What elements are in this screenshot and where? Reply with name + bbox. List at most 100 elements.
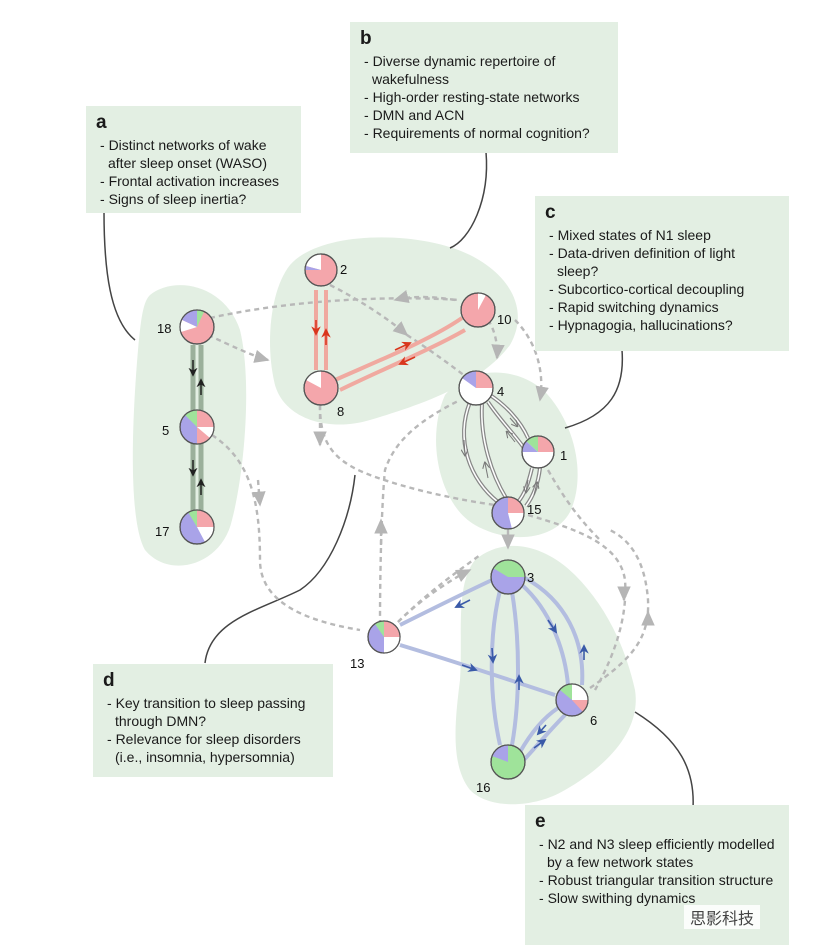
node-label-15: 15 — [527, 502, 541, 517]
edge-3-16-b — [510, 591, 520, 746]
panel-c-item: Rapid switching dynamics — [545, 298, 779, 316]
panel-b: b Diverse dynamic repertoire of wakefuln… — [350, 22, 618, 153]
panel-b-item: Diverse dynamic repertoire of wakefulnes… — [360, 52, 608, 88]
connector-e — [634, 711, 694, 809]
edge-2-4 — [329, 283, 409, 337]
node-label-1: 1 — [560, 448, 567, 463]
node-label-5: 5 — [162, 423, 169, 438]
node-label-8: 8 — [337, 404, 344, 419]
node-label-4: 4 — [497, 384, 504, 399]
panel-a-item: Signs of sleep inertia? — [96, 190, 291, 208]
panel-e-list: N2 and N3 sleep efficiently modelled by … — [535, 835, 779, 907]
edge-5-arrow — [252, 479, 266, 507]
panel-c-item: Hypnagogia, hallucinations? — [545, 316, 779, 334]
edge-3-6-b — [524, 576, 585, 686]
node-label-10: 10 — [497, 312, 511, 327]
blue-arrow-8 — [533, 738, 547, 749]
nodes — [179, 253, 589, 780]
edge-4-1-b-inner — [487, 401, 525, 449]
node-label-3: 3 — [527, 570, 534, 585]
edge-4-15-b-inner — [481, 403, 507, 499]
open-arrow-2 — [485, 463, 488, 479]
blue-arrow-7 — [536, 724, 547, 736]
node-1 — [521, 435, 555, 469]
connector-c — [564, 349, 624, 429]
open-arrow-5 — [526, 479, 528, 492]
red-arrowheads — [311, 320, 416, 366]
panel-b-item: DMN and ACN — [360, 106, 608, 124]
edge-5-13 — [211, 433, 361, 632]
node-label-13: 13 — [350, 656, 364, 671]
panel-b-letter: b — [360, 28, 372, 49]
open-arrow-1 — [464, 439, 465, 455]
edge-6-16-a — [518, 706, 560, 753]
node-label-18: 18 — [157, 321, 171, 336]
node-label-16: 16 — [476, 780, 490, 795]
edge-3-16-a — [489, 589, 502, 746]
blue-arrow-1 — [454, 599, 471, 608]
blue-arrow-5 — [547, 619, 558, 634]
node-15 — [491, 496, 525, 530]
panel-b-item: Requirements of normal cognition? — [360, 124, 608, 142]
node-2 — [304, 253, 338, 287]
node-labels: 2 10 8 18 5 17 4 1 15 3 6 16 13 — [155, 262, 597, 795]
panel-a-list: Distinct networks of wake after sleep on… — [96, 136, 291, 208]
panel-d-letter: d — [103, 670, 115, 691]
connector-d — [204, 474, 356, 664]
connector-b — [449, 151, 488, 249]
panel-c-list: Mixed states of N1 sleep Data-driven def… — [545, 226, 779, 334]
panel-c-letter: c — [545, 202, 556, 223]
open-arrow-6 — [534, 483, 537, 496]
panel-e-item: Robust triangular transition structure — [535, 871, 779, 889]
connector-lines — [103, 151, 694, 809]
edge-1-15-b-inner — [525, 467, 541, 507]
panel-b-list: Diverse dynamic repertoire of wakefulnes… — [360, 52, 608, 142]
edge-1-15 — [546, 469, 601, 541]
edge-3-13 — [399, 578, 493, 627]
edge-6-1 — [589, 528, 650, 689]
node-3 — [490, 559, 526, 595]
watermark: 思影科技 — [684, 905, 761, 929]
panel-b-item: High-order resting-state networks — [360, 88, 608, 106]
node-17 — [179, 509, 215, 545]
node-label-6: 6 — [590, 713, 597, 728]
blue-arrow-3 — [487, 647, 498, 664]
node-18 — [179, 309, 215, 345]
black-transitions — [188, 345, 206, 510]
panel-e-item: N2 and N3 sleep efficiently modelled by … — [535, 835, 779, 871]
open-arrow-3 — [509, 417, 517, 426]
panel-a-item: Frontal activation increases — [96, 172, 291, 190]
panel-c-item: Subcortico-cortical decoupling — [545, 280, 779, 298]
edge-13-4 — [378, 398, 461, 626]
panel-a-item: Distinct networks of wake after sleep on… — [96, 136, 291, 172]
node-13 — [367, 620, 401, 654]
panel-a: a Distinct networks of wake after sleep … — [86, 106, 301, 213]
panel-d-item: Key transition to sleep passing through … — [103, 694, 323, 730]
panel-c: c Mixed states of N1 sleep Data-driven d… — [535, 196, 789, 351]
red-arrow-4 — [398, 356, 416, 366]
panel-c-item: Mixed states of N1 sleep — [545, 226, 779, 244]
node-label-2: 2 — [340, 262, 347, 277]
n1-transitions — [463, 393, 542, 508]
blue-arrow-2 — [461, 662, 478, 672]
node-8 — [303, 370, 339, 406]
node-16 — [490, 744, 526, 780]
open-arrow-4 — [507, 432, 516, 443]
edge-10-4-left — [393, 290, 456, 304]
connector-a — [103, 211, 136, 341]
panel-d-item: Relevance for sleep disorders (i.e., ins… — [103, 730, 323, 766]
blue-arrowheads — [454, 599, 589, 749]
edge-4-15-a-inner — [463, 401, 499, 503]
edge-13-6 — [399, 643, 556, 697]
panel-d: d Key transition to sleep passing throug… — [93, 664, 333, 777]
cluster-n1 — [436, 372, 578, 538]
panel-d-list: Key transition to sleep passing through … — [103, 694, 323, 766]
node-5 — [179, 409, 215, 445]
panel-c-item: Data-driven definition of light sleep? — [545, 244, 779, 280]
red-arrow-3 — [394, 341, 412, 351]
panel-a-letter: a — [96, 112, 107, 133]
node-6 — [555, 683, 589, 717]
edge-13-1 — [397, 554, 481, 623]
edge-4-1-a-inner — [489, 394, 529, 439]
